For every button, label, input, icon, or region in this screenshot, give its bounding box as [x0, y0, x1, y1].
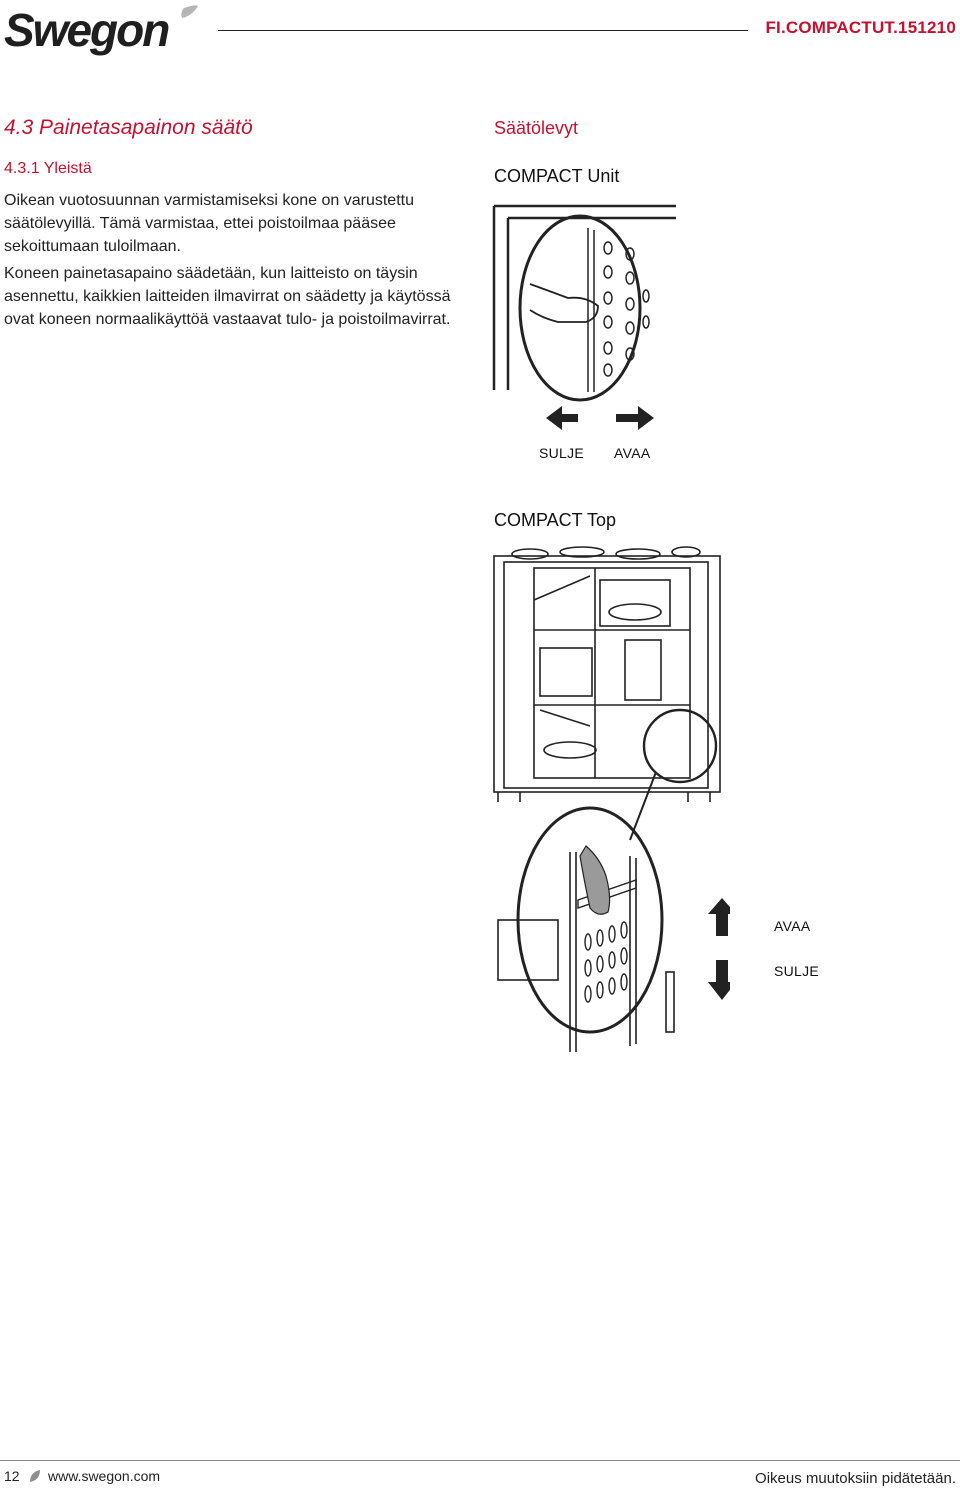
damper-holes	[603, 241, 650, 377]
arrow-left-icon	[546, 406, 578, 430]
footer-note: Oikeus muutoksiin pidätetään.	[755, 1470, 956, 1487]
arrow-up-icon	[708, 898, 730, 936]
top-open-label: AVAA	[774, 918, 811, 934]
compact-unit-drawing	[492, 204, 676, 430]
unit-close-label: SULJE	[539, 445, 585, 461]
logo-leaf-icon	[181, 5, 198, 18]
compact-top-caption: COMPACT Top	[494, 510, 617, 530]
top-close-label: SULJE	[774, 963, 820, 979]
arrow-down-icon	[708, 960, 730, 1000]
slide-damper-holes	[584, 921, 628, 1003]
website-link[interactable]: www.swegon.com	[48, 1468, 161, 1484]
subsection-title: 4.3.1 Yleistä	[4, 160, 92, 177]
document-code: FI.COMPACTUT.151210	[765, 18, 956, 37]
swegon-logo: Swegon	[4, 4, 198, 56]
hand-icon	[579, 845, 611, 915]
compact-top-drawing	[493, 546, 730, 1052]
header-rule	[218, 30, 748, 31]
leaf-icon	[30, 1470, 40, 1482]
hand-icon	[529, 283, 599, 323]
arrow-right-icon	[616, 406, 654, 430]
section-title: 4.3 Painetasapainon säätö	[4, 116, 253, 139]
figure-heading: Säätölevyt	[494, 118, 579, 138]
page-number: 12	[4, 1468, 20, 1484]
unit-open-label: AVAA	[614, 445, 651, 461]
footer-rule	[0, 1460, 960, 1461]
compact-unit-caption: COMPACT Unit	[494, 166, 620, 186]
paragraph-1: Oikean vuotosuunnan varmistamiseksi kone…	[4, 192, 414, 255]
paragraph-2: Koneen painetasapaino säädetään, kun lai…	[4, 265, 451, 328]
logo-text: Swegon	[4, 4, 169, 56]
